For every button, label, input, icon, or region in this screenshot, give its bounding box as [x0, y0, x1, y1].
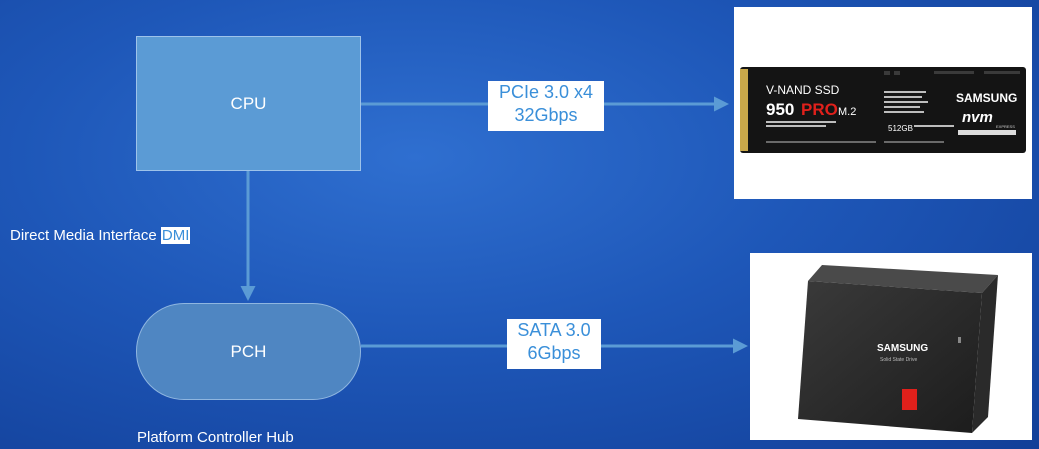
nvme-barcode — [958, 130, 1016, 135]
nvme-model-pro: PRO — [801, 100, 838, 119]
sata-ssd-red-badge — [902, 389, 917, 410]
cpu-node: CPU — [136, 36, 361, 171]
sata-ssd-image: SAMSUNG Solid State Drive — [750, 253, 1032, 440]
nvme-ssd-illustration: V-NAND SSD 950 PRO M.2 512GB SAMSUNG nvm… — [740, 67, 1026, 153]
nvme-ssd-image: V-NAND SSD 950 PRO M.2 512GB SAMSUNG nvm… — [734, 7, 1032, 199]
pcie-speed: 32Gbps — [514, 105, 578, 125]
pch-label: PCH — [230, 341, 267, 361]
dmi-caption: Direct Media Interface DMI — [10, 227, 191, 244]
sata-ssd-illustration: SAMSUNG Solid State Drive — [798, 265, 998, 433]
sata-ssd-subtitle: Solid State Drive — [880, 357, 917, 363]
pch-node: PCH — [136, 303, 361, 400]
pcie-version: PCIe 3.0 x4 — [498, 82, 594, 102]
sata-speed: 6Gbps — [527, 343, 581, 363]
nvme-brand-line: V-NAND SSD — [766, 83, 840, 97]
cpu-label: CPU — [230, 93, 267, 113]
sata-link-label: SATA 3.0 6Gbps — [507, 319, 601, 369]
nvme-maker: SAMSUNG — [956, 91, 1017, 105]
pch-caption: Platform Controller Hub — [137, 429, 294, 446]
dmi-caption-text: Direct Media Interface — [10, 227, 161, 244]
pcie-link-label: PCIe 3.0 x4 32Gbps — [488, 81, 604, 131]
sata-ssd-maker: SAMSUNG — [877, 343, 928, 354]
nvme-logo-sub: EXPRESS — [996, 124, 1015, 129]
sata-version: SATA 3.0 — [517, 320, 591, 340]
nvme-capacity: 512GB — [888, 124, 913, 133]
nvme-model-num: 950 — [766, 100, 794, 119]
nvme-logo: nvm — [962, 109, 993, 126]
nvme-model-suffix: M.2 — [838, 106, 856, 118]
dmi-highlight: DMI — [160, 227, 191, 244]
